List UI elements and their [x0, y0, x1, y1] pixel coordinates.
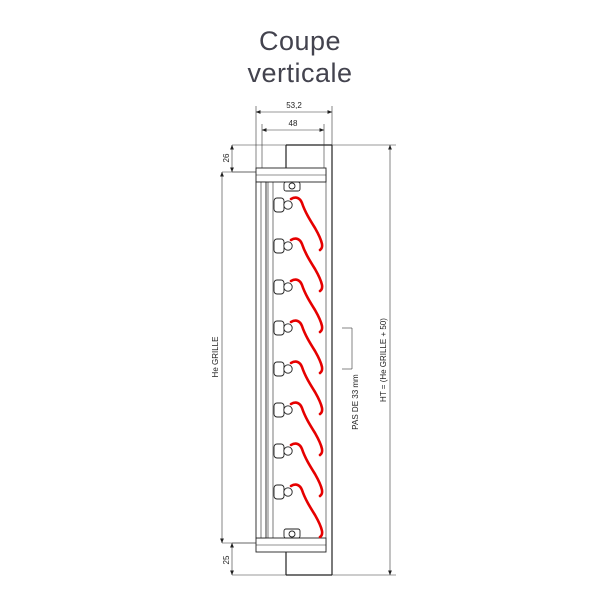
dim-outer-width-label: 53,2	[286, 101, 302, 110]
louver-blade	[289, 319, 324, 375]
dim-top-offset-label: 26	[222, 153, 231, 162]
dimension-outer-width: 53,2	[255, 101, 333, 168]
page-title: Coupe verticale	[0, 26, 600, 90]
louver-blade	[289, 401, 324, 457]
dimension-grille-height: He GRILLE	[211, 171, 256, 544]
title-line-1: Coupe	[258, 26, 342, 56]
frame-profile	[255, 167, 327, 553]
dim-inner-width-label: 48	[289, 119, 298, 128]
louver-blade	[289, 483, 324, 539]
louver-blade	[289, 442, 324, 498]
title-line-2: verticale	[247, 57, 353, 88]
dimension-inner-width: 48	[261, 119, 325, 168]
rear-panel	[285, 144, 333, 576]
louver-blade	[289, 196, 324, 252]
dimension-blade-pitch: PAS DE 33 mm	[342, 327, 360, 430]
dim-grille-height-label: He GRILLE	[211, 337, 220, 378]
blade-clips	[273, 197, 293, 500]
louver-blade	[289, 360, 324, 416]
dim-total-height-label: HT = (He GRILLE + 50)	[379, 318, 388, 402]
dimension-total-height: HT = (He GRILLE + 50)	[332, 144, 396, 576]
louver-blades	[289, 196, 324, 539]
louver-blade	[289, 237, 324, 293]
louver-blade	[289, 278, 324, 334]
dim-blade-pitch-label: PAS DE 33 mm	[351, 374, 360, 430]
dim-bottom-offset-label: 25	[222, 555, 231, 564]
